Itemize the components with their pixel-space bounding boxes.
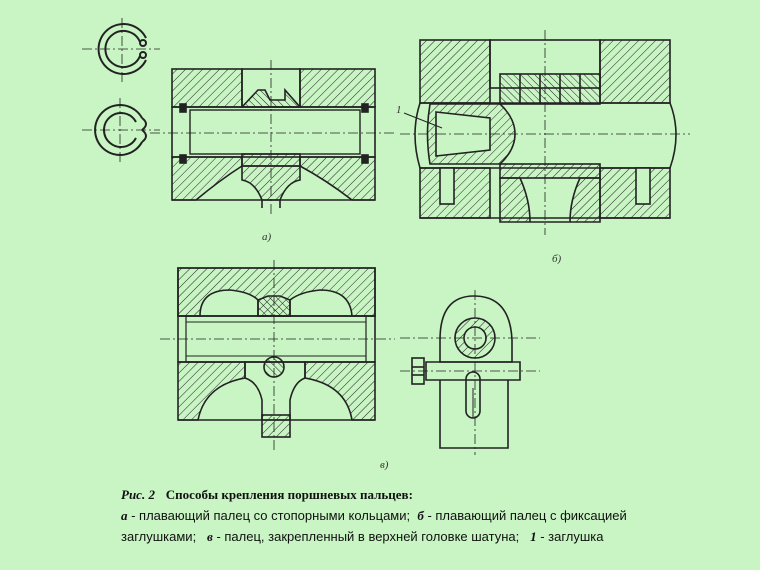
figure-v-side-view xyxy=(411,295,521,449)
caption-text-v: - палец, закрепленный в верхней головке … xyxy=(212,529,520,544)
figure-a-label: а) xyxy=(262,231,272,243)
figure-b-label: б) xyxy=(552,253,562,265)
caption-text-a: - плавающий палец со стопорными кольцами… xyxy=(127,508,411,523)
figure-v-label: в) xyxy=(380,459,389,471)
caption-text-b-1: - плавающий палец с фиксацией xyxy=(423,508,627,523)
caption-text-1: - заглушка xyxy=(536,529,604,544)
figure-v-pin-fixed-in-rod xyxy=(177,267,376,438)
caption-key-v: в xyxy=(207,529,213,544)
caption-text-b-2: заглушками; xyxy=(121,529,197,544)
callout-1-label: 1 xyxy=(396,104,402,116)
figure-caption: Рис. 2 Способы крепления поршневых пальц… xyxy=(121,484,721,547)
figure-a-floating-pin-with-rings xyxy=(171,68,376,208)
caption-line-2: а - плавающий палец со стопорными кольца… xyxy=(121,505,721,526)
caption-figure-number: Рис. 2 xyxy=(121,487,155,502)
caption-line-3: заглушками; в - палец, закрепленный в ве… xyxy=(121,526,721,547)
caption-key-1: 1 xyxy=(530,529,537,544)
caption-key-b: б xyxy=(417,508,424,523)
caption-title-line: Рис. 2 Способы крепления поршневых пальц… xyxy=(121,484,721,505)
caption-title: Способы крепления поршневых пальцев: xyxy=(165,487,413,502)
caption-key-a: а xyxy=(121,508,128,523)
figure-b-floating-pin-with-plugs xyxy=(414,39,677,223)
